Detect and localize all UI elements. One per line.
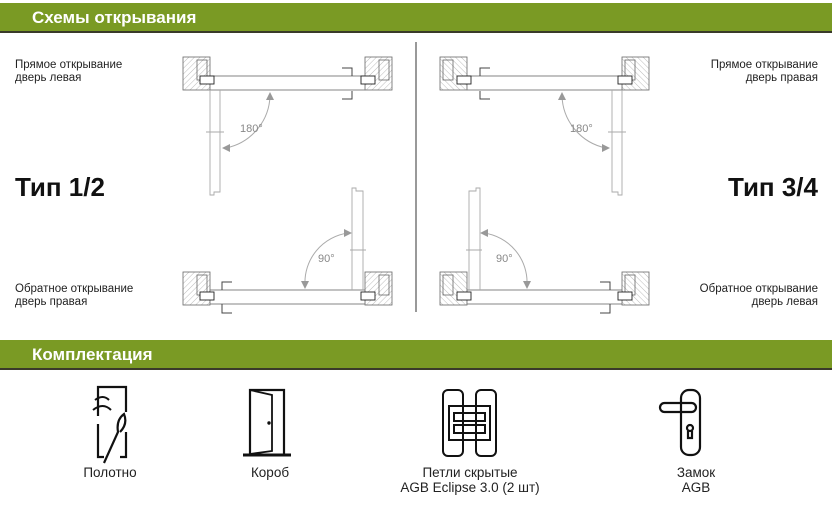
angle-label: 90° xyxy=(318,253,335,265)
angle-label: 90° xyxy=(496,253,513,265)
type-label: Тип 3/4 xyxy=(728,172,818,202)
section-header-opening: Схемы открывания xyxy=(0,3,832,33)
angle-label: 180° xyxy=(240,123,263,135)
type-label: Тип 1/2 xyxy=(15,172,105,202)
lock-handle-icon xyxy=(658,388,702,457)
section-header-kit: Комплектация xyxy=(0,340,832,370)
door-frame-icon xyxy=(243,388,291,457)
angle-label: 180° xyxy=(570,123,593,135)
kit-item-leaf: Полотно xyxy=(83,465,137,480)
hidden-hinge-icon xyxy=(442,389,497,457)
kit-item-frame: Короб xyxy=(250,465,290,480)
door-leaf-icon xyxy=(92,385,128,464)
